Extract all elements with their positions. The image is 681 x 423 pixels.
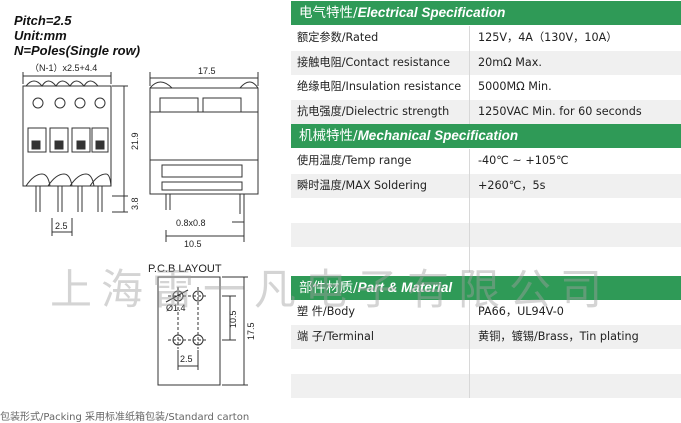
spec-value: -40℃ ~ +105℃ xyxy=(469,149,569,174)
pcb-pitch-label: 2.5 xyxy=(180,354,193,364)
spec-label: 塑 件/Body xyxy=(297,305,355,318)
table-row: 端 子/Terminal 黄铜，镀锡/Brass，Tin plating xyxy=(291,324,681,349)
dim-side-width-label: 17.5 xyxy=(198,66,216,76)
specification-table: 电气特性/Electrical Specification 额定参数/Rated… xyxy=(291,0,681,418)
spec-value: 黄铜，镀锡/Brass，Tin plating xyxy=(469,324,639,349)
table-row: 塑 件/Body PA66，UL94V-0 xyxy=(291,300,681,325)
mechanical-header: 机械特性/Mechanical Specification xyxy=(291,124,681,148)
spec-label: 端 子/Terminal xyxy=(297,329,374,343)
dim-height-label: 21.9 xyxy=(130,132,140,150)
spec-value: 125V，4A（130V，10A） xyxy=(469,26,617,51)
pcb-hole-label: Ø1.4 xyxy=(166,303,186,313)
table-row: 抗电强度/Dielectric strength 1250VAC Min. fo… xyxy=(291,99,681,124)
spec-notes: Pitch=2.5 Unit:mm N=Poles(Single row) xyxy=(14,13,140,58)
mechanical-title-cn: 机械特性/ xyxy=(299,128,358,144)
spec-value: 20mΩ Max. xyxy=(469,50,542,75)
table-row: 使用温度/Temp range -40℃ ~ +105℃ xyxy=(291,149,681,174)
pcb-layout-view xyxy=(157,276,248,386)
pcb-title: P.C.B LAYOUT xyxy=(148,263,222,275)
table-row xyxy=(291,373,681,398)
spec-label: 瞬时温度/MAX Soldering xyxy=(297,178,427,192)
spec-label: 使用温度/Temp range xyxy=(297,154,412,167)
spec-value: +260℃，5s xyxy=(469,173,545,198)
spec-label: 抗电强度/Dielectric strength xyxy=(297,104,450,118)
spec-label: 绝缘电阻/Insulation resistance xyxy=(297,80,462,93)
spec-value: 1250VAC Min. for 60 seconds xyxy=(469,99,642,124)
pitch-note: Pitch=2.5 xyxy=(14,13,72,28)
dim-base-label: 10.5 xyxy=(184,239,202,249)
dim-pin-size-label: 0.8x0.8 xyxy=(176,218,206,228)
side-view xyxy=(149,72,259,242)
material-header: 部件材质/Part & Material xyxy=(291,276,681,300)
electrical-title-cn: 电气特性/ xyxy=(299,5,358,21)
table-row: 瞬时温度/MAX Soldering +260℃，5s xyxy=(291,173,681,198)
table-row xyxy=(291,198,681,223)
dim-pitch-label: 2.5 xyxy=(55,221,68,231)
material-title-en: Part & Material xyxy=(357,280,453,295)
pcb-outer-dim-label: 17.5 xyxy=(246,322,256,340)
electrical-title-en: Electrical Specification xyxy=(357,5,506,20)
unit-note: Unit:mm xyxy=(14,28,67,43)
dim-pin-label: 3.8 xyxy=(130,197,140,210)
table-row: 额定参数/Rated 125V，4A（130V，10A） xyxy=(291,26,681,51)
table-row xyxy=(291,349,681,374)
connector-drawing: （N-1）x2.5+4.4 21.9 3.8 2.5 17.5 0.8x0.8 … xyxy=(22,63,259,386)
footer-caption: 包装形式/Packing 采用标准纸箱包装/Standard carton xyxy=(0,412,250,423)
table-row xyxy=(291,247,681,272)
dim-top-label: （N-1）x2.5+4.4 xyxy=(30,63,97,73)
front-view xyxy=(22,72,128,236)
table-row: 接触电阻/Contact resistance 20mΩ Max. xyxy=(291,50,681,75)
spec-value: 5000MΩ Min. xyxy=(469,75,552,100)
poles-note: N=Poles(Single row) xyxy=(14,43,141,58)
technical-drawing-panel: Pitch=2.5 Unit:mm N=Poles(Single row) xyxy=(0,0,290,418)
pcb-inner-dim-label: 10.5 xyxy=(228,310,238,328)
spec-value xyxy=(469,198,478,223)
spec-label: 额定参数/Rated xyxy=(297,31,379,44)
spec-label: 接触电阻/Contact resistance xyxy=(297,55,450,69)
mechanical-title-en: Mechanical Specification xyxy=(357,128,519,143)
table-row: 绝缘电阻/Insulation resistance 5000MΩ Min. xyxy=(291,75,681,100)
material-title-cn: 部件材质/ xyxy=(299,280,358,296)
spec-value: PA66，UL94V-0 xyxy=(469,300,564,325)
electrical-header: 电气特性/Electrical Specification xyxy=(291,1,681,25)
spec-value xyxy=(469,222,478,247)
company-watermark: 上海雷一凡电子有限公司 xyxy=(50,265,612,314)
table-row xyxy=(291,222,681,247)
